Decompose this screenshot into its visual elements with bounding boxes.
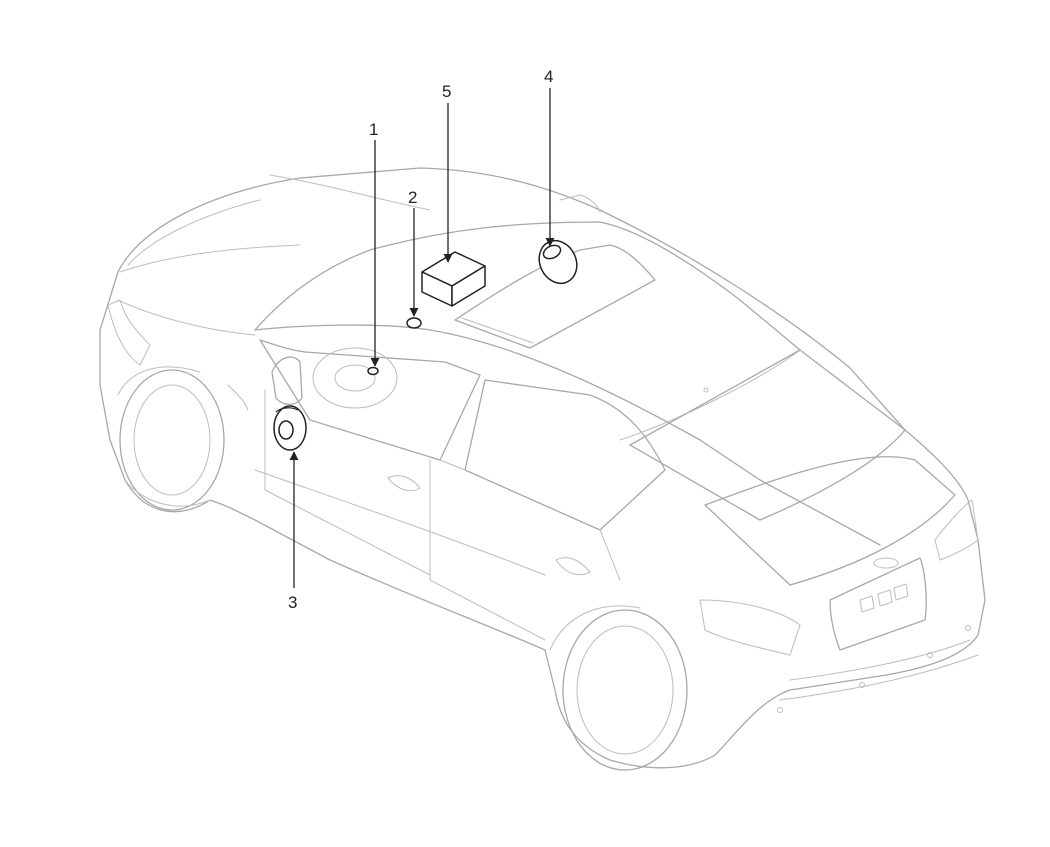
component-3-speaker — [273, 405, 307, 451]
component-1-sensor — [367, 366, 379, 376]
callout-4: 4 — [544, 67, 553, 86]
leader-lines — [289, 88, 555, 588]
vehicle-outline — [99, 167, 986, 771]
callout-numbers: 1 2 3 4 5 — [288, 67, 553, 612]
component-2-sensor — [406, 317, 422, 329]
callout-5: 5 — [442, 82, 451, 101]
callout-3: 3 — [288, 593, 297, 612]
component-5-module — [421, 251, 486, 307]
callout-2: 2 — [408, 188, 417, 207]
callout-1: 1 — [369, 120, 378, 139]
component-4-speaker — [538, 239, 578, 285]
